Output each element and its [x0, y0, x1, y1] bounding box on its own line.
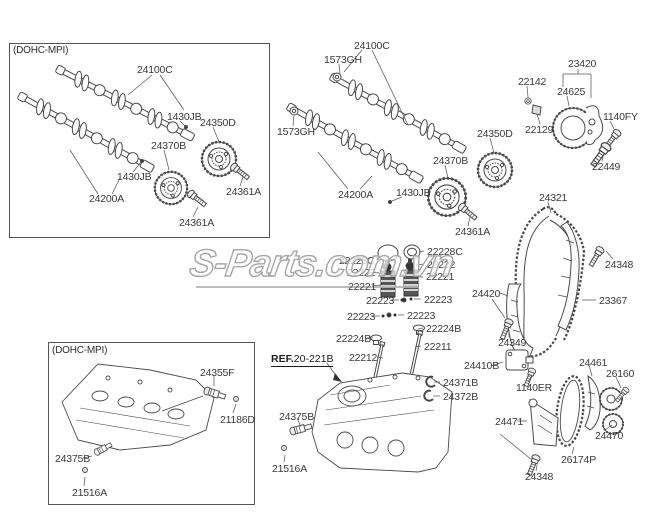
label-24200A: 24200A: [338, 189, 374, 201]
valve-train-drawing: [362, 244, 429, 398]
label-24100C: 24100C: [354, 40, 390, 52]
label-22223-row1-right: 22223: [424, 294, 453, 306]
label-24349: 24349: [498, 337, 527, 349]
label-22222-left: 22222: [347, 267, 376, 279]
label-21186D: 21186D: [220, 414, 255, 426]
label-24371B: 24371B: [443, 377, 479, 389]
frame-boxes: [9, 43, 270, 505]
label-24321: 24321: [539, 192, 568, 204]
label-24350D-box1: 24350D: [200, 117, 236, 129]
label-24470: 24470: [595, 430, 624, 442]
label-24100C-box1: 24100C: [137, 64, 173, 76]
oil-pump-chain-drawing: [524, 374, 631, 477]
label-24200A-box1: 24200A: [89, 193, 125, 205]
label-22223-row2-right: 22223: [407, 310, 436, 322]
ref-note-code: 20-221B: [293, 353, 334, 365]
label-1573GH-b: 1573GH: [277, 126, 315, 138]
label-1140ER: 1140ER: [516, 382, 552, 394]
label-24370B: 24370B: [433, 155, 469, 167]
label-22228C-right: 22228C: [427, 246, 463, 258]
label-22221-right: 22221: [426, 271, 455, 283]
label-24361A-box1-a: 24361A: [226, 186, 262, 198]
leader-lines: [69, 49, 622, 487]
timing-chain-drawing: [497, 206, 606, 388]
label-24370B-box1: 24370B: [151, 140, 187, 152]
label-24372B: 24372B: [443, 391, 479, 403]
box1-camshafts-drawing: [14, 60, 252, 209]
label-1430JB-box1-a: 1430JB: [167, 111, 202, 123]
label-22224B-left: 22224B: [336, 333, 372, 345]
ref-note-prefix: REF.: [271, 353, 294, 365]
label-22224B-right: 22224B: [426, 323, 462, 335]
label-23420: 23420: [568, 58, 597, 70]
label-22228C-left: 22228C: [339, 255, 375, 267]
box2-engine-variant-tag: (DOHC-MPI): [52, 345, 108, 356]
label-26174P: 26174P: [561, 454, 597, 466]
label-24348-upper: 24348: [605, 259, 634, 271]
label-24350D: 24350D: [477, 128, 513, 140]
label-24420: 24420: [472, 288, 501, 300]
label-21516A-center: 21516A: [272, 463, 308, 475]
label-24361A: 24361A: [455, 226, 491, 238]
label-22449: 22449: [592, 161, 621, 173]
label-24375B-box2: 24375B: [55, 453, 91, 465]
label-24361A-box1-b: 24361A: [179, 217, 215, 229]
engine-block-drawing: [281, 372, 453, 473]
label-24355F: 24355F: [200, 367, 235, 379]
label-1430JB: 1430JB: [396, 187, 431, 199]
label-24461: 24461: [579, 357, 608, 369]
box1-engine-variant-tag: (DOHC-MPI): [13, 45, 69, 56]
label-24348-lower: 24348: [525, 471, 554, 483]
label-24625: 24625: [557, 86, 586, 98]
label-1430JB-box1-b: 1430JB: [117, 171, 152, 183]
label-21516A-box2: 21516A: [72, 487, 108, 499]
label-1140FY: 1140FY: [603, 111, 638, 123]
label-22221-left: 22221: [348, 281, 377, 293]
label-1573GH-a: 1573GH: [324, 54, 362, 66]
cvvt-assembly-drawing: [524, 97, 623, 170]
label-22212: 22212: [349, 352, 378, 364]
ref-note-20-221B: REF.20-221B: [271, 353, 334, 367]
label-23367: 23367: [599, 295, 628, 307]
label-24375B-center: 24375B: [279, 411, 315, 423]
label-22142: 22142: [518, 76, 547, 88]
label-22223-row1-left: 22223: [366, 295, 395, 307]
label-24410B: 24410B: [464, 360, 500, 372]
label-22223-row2-left: 22223: [347, 311, 376, 323]
label-22211: 22211: [424, 341, 452, 353]
label-22129: 22129: [525, 124, 554, 136]
camshafts-drawing: [283, 68, 514, 223]
label-24471: 24471: [495, 416, 524, 428]
label-22222-right: 22222: [427, 259, 456, 271]
label-26160: 26160: [606, 368, 635, 380]
cylinder-head-drawing: [61, 363, 239, 473]
